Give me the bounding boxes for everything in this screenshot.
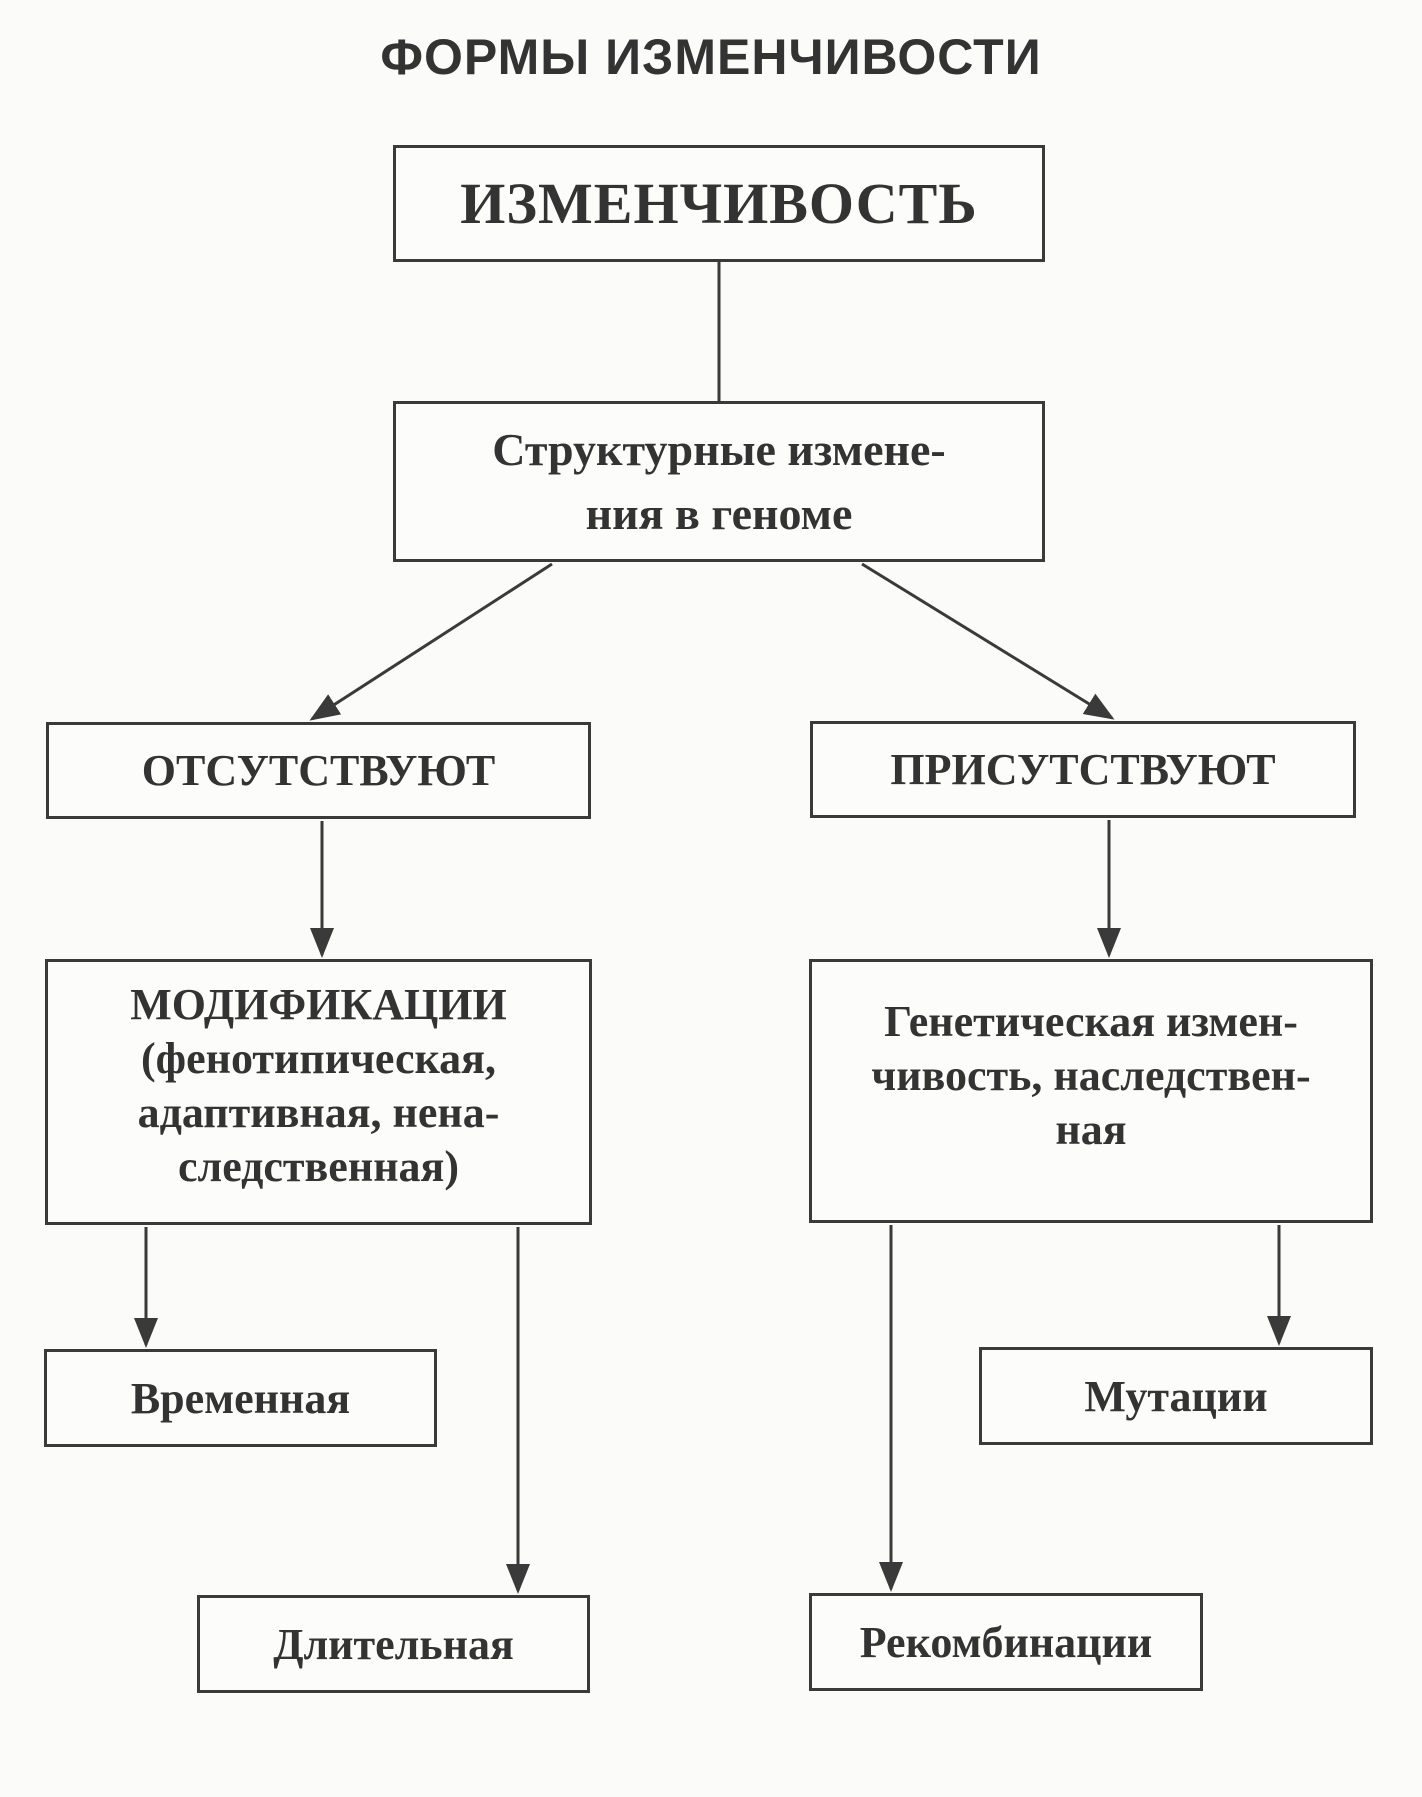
edge-structural-absent — [309, 562, 553, 721]
node-structural-changes: Структурные измене- ния в геноме — [393, 401, 1045, 562]
node-recombinations: Рекомбинации — [809, 1593, 1203, 1691]
node-long-term: Длительная — [197, 1595, 590, 1693]
node-present: ПРИСУТСТВУЮТ — [810, 721, 1356, 818]
node-absent: ОТСУТСТВУЮТ — [46, 722, 591, 819]
node-modifications: МОДИФИКАЦИИ (фенотипическая, адаптивная,… — [45, 959, 592, 1225]
node-genetic-variability: Генетическая измен- чивость, наследствен… — [809, 959, 1373, 1223]
node-mutations: Мутации — [979, 1347, 1373, 1445]
edge-structural-present — [861, 562, 1115, 720]
node-temporary: Временная — [44, 1349, 437, 1447]
diagram-title: ФОРМЫ ИЗМЕНЧИВОСТИ — [380, 29, 1042, 85]
node-variability: ИЗМЕНЧИВОСТЬ — [393, 145, 1045, 262]
